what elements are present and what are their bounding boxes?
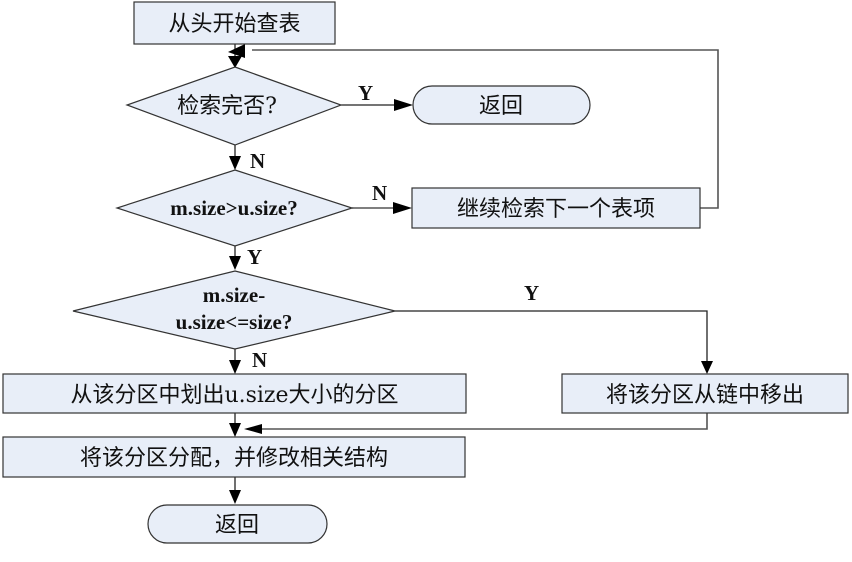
- node-next-entry-text: 继续检索下一个表项: [457, 197, 655, 222]
- arrow-loop-back: [228, 44, 245, 58]
- node-remainder-check-line1: m.size-: [203, 283, 265, 307]
- node-return-2: 返回: [147, 504, 328, 544]
- arrow-into-check: [228, 56, 242, 68]
- label-no-2: N: [372, 181, 387, 205]
- node-check-done: 检索完否?: [125, 66, 343, 146]
- node-remainder-check-line2: u.size<=size?: [176, 310, 293, 334]
- label-no-3: N: [252, 348, 267, 372]
- label-no-1: N: [250, 149, 265, 173]
- arrow-to-remainder: [229, 256, 241, 270]
- node-remove-from-chain-text: 将该分区从链中移出: [606, 383, 804, 408]
- node-start: 从头开始查表: [133, 1, 336, 45]
- node-compare-size-text: m.size>u.size?: [170, 196, 297, 220]
- arrow-to-remove: [701, 361, 713, 374]
- node-split-partition-text: 从该分区中划出u.size大小的分区: [70, 383, 398, 408]
- node-remainder-check: m.size- u.size<=size?: [72, 270, 396, 350]
- edge-remainder-yes: [395, 310, 708, 362]
- label-yes-1: Y: [358, 81, 373, 105]
- node-return-1: 返回: [412, 85, 591, 125]
- node-compare-size: m.size>u.size?: [115, 169, 354, 247]
- arrow-to-return-1: [394, 99, 413, 111]
- arrow-to-next-entry: [393, 202, 412, 214]
- node-next-entry: 继续检索下一个表项: [411, 187, 701, 229]
- node-return-1-text: 返回: [479, 94, 523, 119]
- node-return-2-text: 返回: [215, 513, 259, 538]
- node-allocate: 将该分区分配，并修改相关结构: [2, 436, 466, 478]
- arrow-to-split: [229, 360, 241, 374]
- label-yes-3: Y: [524, 281, 539, 305]
- node-remove-from-chain: 将该分区从链中移出: [561, 373, 849, 414]
- node-allocate-text: 将该分区分配，并修改相关结构: [80, 446, 388, 471]
- node-check-done-text: 检索完否?: [177, 94, 277, 119]
- node-split-partition: 从该分区中划出u.size大小的分区: [2, 373, 467, 414]
- arrow-to-allocate: [229, 423, 241, 437]
- edge-remove-to-allocate: [258, 413, 708, 430]
- label-yes-2: Y: [247, 245, 262, 269]
- arrow-to-compare: [229, 156, 241, 170]
- edge-loop-back: [252, 49, 719, 209]
- arrow-merge: [244, 424, 262, 434]
- node-start-text: 从头开始查表: [168, 12, 300, 37]
- arrow-to-return-2: [229, 490, 241, 504]
